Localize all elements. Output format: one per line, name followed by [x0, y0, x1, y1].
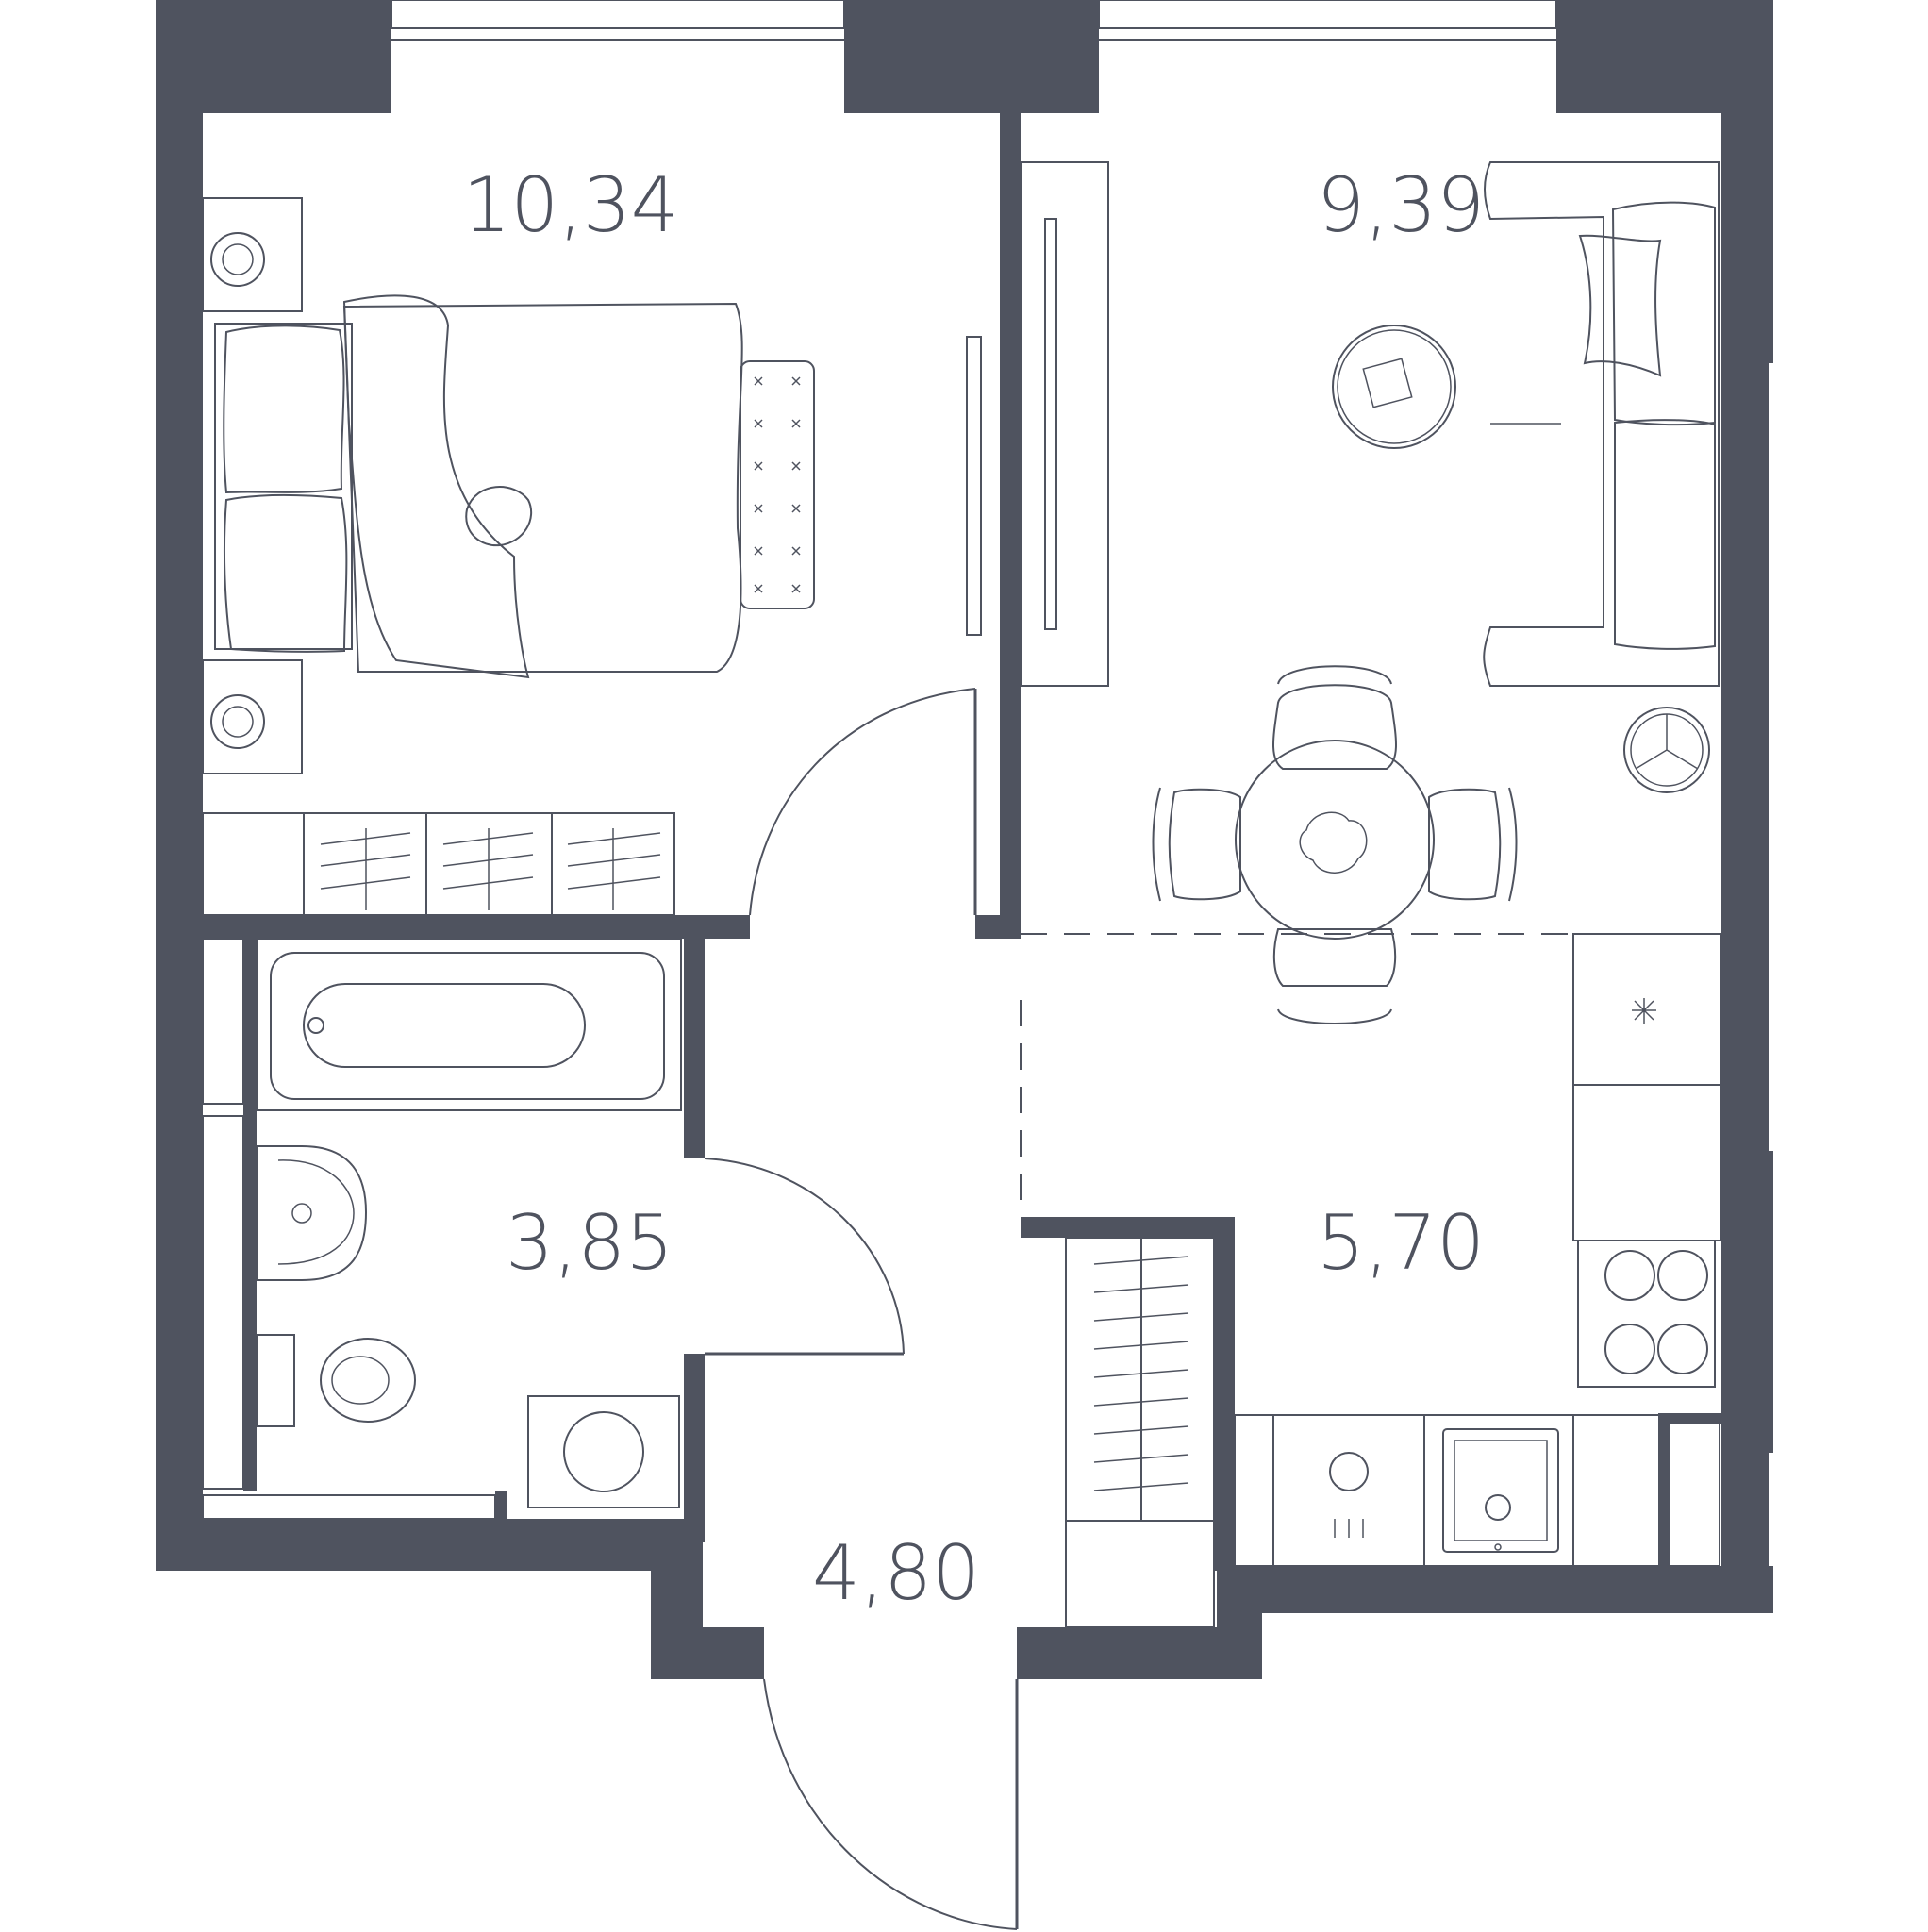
- toilet-bowl-icon: [320, 1338, 416, 1423]
- door-bathroom-swing: [704, 1158, 905, 1355]
- chair-bottom: [1272, 928, 1397, 987]
- toilet: [256, 1334, 295, 1427]
- chair-top: [1272, 684, 1397, 770]
- door-bedroom-swing: [749, 688, 976, 916]
- sink: [256, 1145, 368, 1281]
- burner-3-icon: [1604, 1324, 1655, 1374]
- wall-bedroom-living: [1000, 113, 1021, 939]
- dishwasher-icon: [1329, 1452, 1369, 1491]
- snowflake-icon: [1632, 998, 1656, 1024]
- wall-entry-right-pier: [1217, 1566, 1262, 1679]
- nightstand-top: [202, 197, 303, 312]
- chair-left-back: [1152, 787, 1161, 902]
- chair-top-back: [1277, 665, 1392, 685]
- kitchen-furniture: [1065, 933, 1722, 1628]
- wall-top-left-pier: [156, 0, 391, 113]
- sofa-cushion-1: [1611, 201, 1716, 426]
- area-label-bathroom: 3,85: [506, 1199, 673, 1287]
- wall-top-center-pier: [844, 0, 1099, 113]
- wardrobe-bedroom: [202, 812, 675, 916]
- bed-mattress: [342, 302, 743, 673]
- stove: [1577, 1240, 1716, 1388]
- kitchen-cabinet-upper: [1572, 1084, 1722, 1241]
- hallway-wardrobe-hangers: [1093, 1256, 1189, 1491]
- burner-1-icon: [1604, 1250, 1655, 1301]
- kitchen-sink: [1442, 1428, 1559, 1553]
- magazine-icon: [1362, 358, 1413, 408]
- area-labels: 10,34 9,39 3,85 5,70 4,80: [462, 161, 1485, 1617]
- wall-right-pier: [1721, 1151, 1773, 1453]
- bed-frame: [214, 323, 353, 650]
- window-top-right: [1098, 0, 1557, 29]
- wall-bath-bottom: [203, 1519, 703, 1532]
- chair-right: [1428, 788, 1502, 901]
- bathtub-rim: [270, 952, 665, 1100]
- sofa: [1483, 161, 1720, 687]
- burner-2-icon: [1657, 1250, 1708, 1301]
- dining-table: [1235, 740, 1435, 940]
- pillow-2-icon: [223, 493, 348, 653]
- wall-entry-left: [651, 1627, 764, 1679]
- wall-top-right-pier: [1556, 0, 1773, 113]
- tv-cabinet: [1020, 161, 1109, 687]
- wall-kitchen-left: [1021, 1217, 1233, 1238]
- window-top-left: [391, 0, 845, 29]
- kitchen-counter: [1234, 1414, 1720, 1567]
- tv-icon: [1044, 218, 1057, 630]
- bench: [740, 360, 815, 609]
- hallway-wardrobe: [1065, 1237, 1215, 1522]
- wall-bath-right-lower: [684, 1354, 705, 1542]
- wall-bath-left: [243, 934, 257, 1491]
- cat-icon: [465, 486, 533, 547]
- washing-machine-drum-icon: [563, 1411, 644, 1492]
- sink-drain-icon: [1485, 1494, 1511, 1521]
- nightstand-bottom: [202, 659, 303, 774]
- wall-bedroom-door-jamb: [975, 915, 1021, 939]
- drain-icon: [307, 1017, 324, 1034]
- wall-right-bottom: [1217, 1566, 1773, 1613]
- tv-stand-bedroom: [966, 336, 982, 636]
- sofa-pillow-icon: [1578, 234, 1662, 377]
- wall-kitchen-left-vert: [1214, 1217, 1235, 1571]
- blanket-icon: [342, 294, 530, 679]
- bathroom-furniture: [256, 938, 682, 1508]
- area-label-hallway: 4,80: [812, 1529, 980, 1617]
- armchair-round: [1623, 707, 1710, 793]
- area-label-bedroom: 10,34: [462, 161, 678, 249]
- wardrobe-hangers: [320, 828, 661, 910]
- wall-right-stub: [1658, 1413, 1670, 1566]
- area-label-living: 9,39: [1317, 161, 1485, 249]
- lamp-bottom-icon: [210, 694, 265, 749]
- chair-right-back: [1508, 787, 1518, 902]
- wall-bath-right-upper: [684, 934, 705, 1158]
- coffee-table: [1332, 325, 1456, 449]
- bench-pattern: [754, 376, 801, 593]
- hallway-shoe-cabinet: [1065, 1520, 1215, 1628]
- flower-vase-icon: [1299, 811, 1368, 874]
- bathtub-outer: [256, 938, 682, 1111]
- burner-4-icon: [1657, 1324, 1708, 1374]
- walls: [156, 0, 1773, 1679]
- sofa-cushion-2: [1614, 419, 1716, 650]
- bath-shaft-2: [202, 1115, 244, 1490]
- wall-left: [156, 0, 203, 1571]
- living-furniture: [1020, 161, 1720, 1024]
- chair-bottom-back: [1277, 1008, 1392, 1024]
- pillow-1-icon: [223, 325, 345, 494]
- bathtub-basin: [303, 983, 586, 1068]
- bath-shaft-1: [202, 938, 244, 1105]
- chair-left: [1168, 788, 1241, 901]
- bedroom-furniture: [202, 197, 982, 916]
- fridge: [1572, 933, 1722, 1086]
- lamp-top-icon: [210, 232, 265, 287]
- door-entry-swing: [763, 1678, 1018, 1930]
- bath-niche: [202, 1494, 496, 1520]
- area-label-kitchen: 5,70: [1317, 1199, 1485, 1287]
- bath-niche-stub: [495, 1491, 507, 1519]
- washing-machine: [527, 1395, 680, 1508]
- faucet-icon: [291, 1203, 312, 1224]
